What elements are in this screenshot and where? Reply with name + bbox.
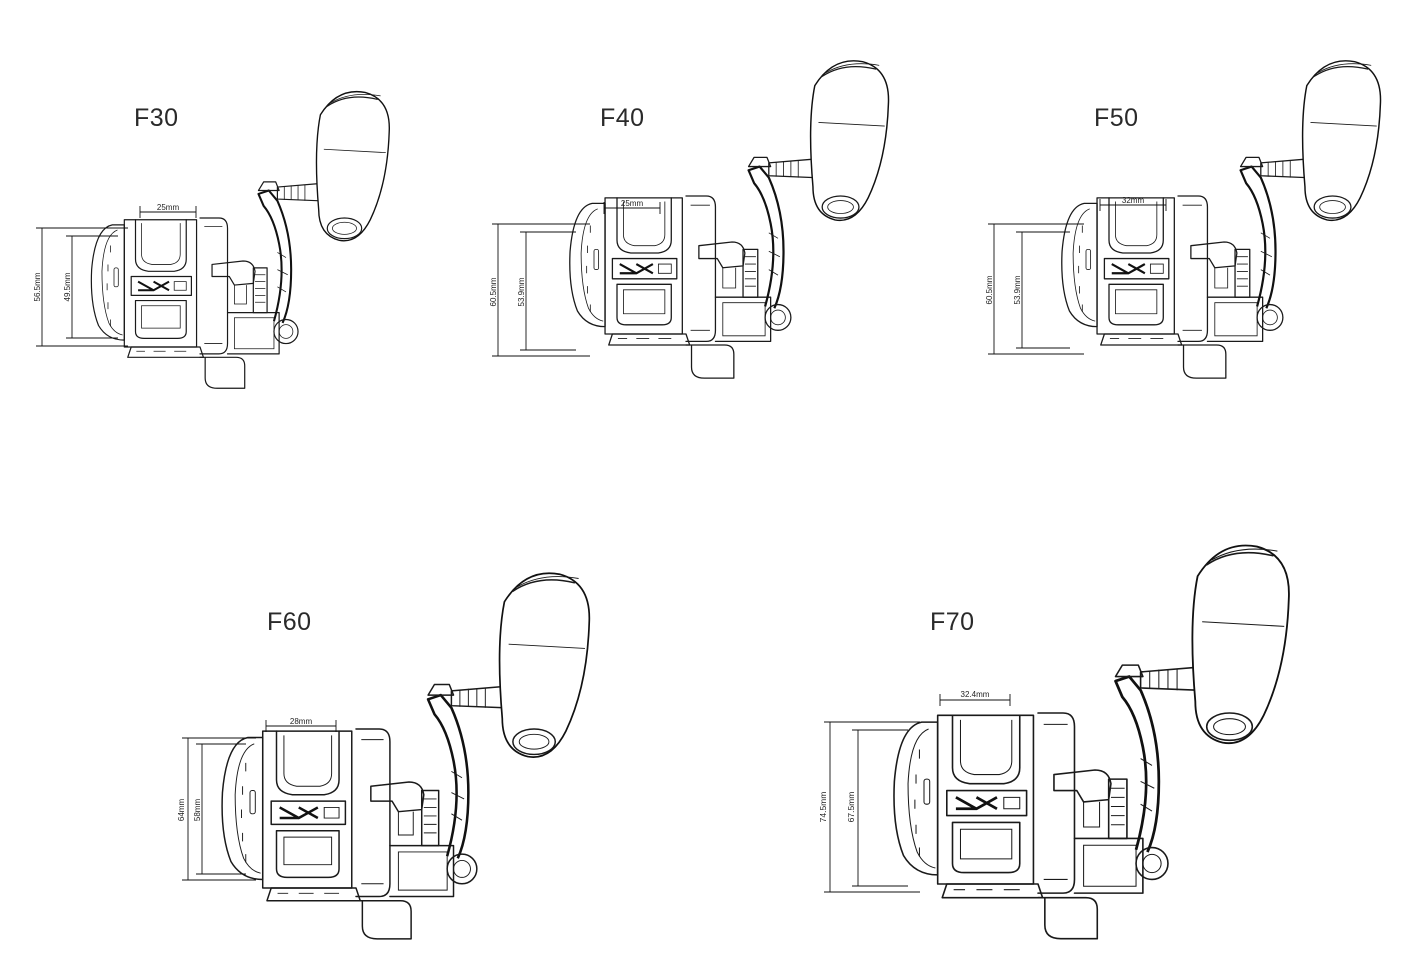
reel-panel-f60: F60 28mm 64mm 58mm bbox=[140, 480, 700, 960]
reel-drawing bbox=[90, 90, 391, 390]
inner-height-dimension: 67.5mm bbox=[846, 792, 856, 823]
reel-diagram-f30: 25mm 56.5mm 49.5mm bbox=[33, 90, 391, 390]
reel-diagram-f40: 25mm 60.5mm 53.9mm bbox=[489, 59, 890, 380]
reel-panel-f30: F30 25mm 56.5mm 49.5mm bbox=[0, 0, 470, 440]
width-dimension: 32mm bbox=[1122, 196, 1145, 205]
outer-height-dimension: 60.5mm bbox=[489, 277, 498, 306]
reel-panel-f70: F70 32.4mm 74.5mm 67.5mm bbox=[790, 480, 1350, 960]
width-dimension: 25mm bbox=[621, 199, 644, 208]
outer-height-dimension: 60.5mm bbox=[985, 275, 994, 304]
reel-drawing bbox=[892, 544, 1291, 941]
reel-drawing bbox=[568, 59, 890, 380]
inner-height-dimension: 53.9mm bbox=[517, 277, 526, 306]
reel-panel-f50: F50 32mm 60.5mm 53.9mm bbox=[954, 0, 1424, 440]
model-label: F50 bbox=[1094, 104, 1139, 132]
model-label: F30 bbox=[134, 104, 179, 132]
reel-diagram-f70: 32.4mm 74.5mm 67.5mm bbox=[818, 544, 1291, 941]
inner-height-dimension: 49.5mm bbox=[63, 272, 72, 301]
width-dimension: 32.4mm bbox=[961, 690, 990, 699]
reel-diagram-f60: 28mm 64mm 58mm bbox=[177, 571, 591, 941]
reel-diagram-f50: 32mm 60.5mm 53.9mm bbox=[985, 59, 1382, 380]
outer-height-dimension: 64mm bbox=[177, 799, 186, 822]
inner-height-dimension: 53.9mm bbox=[1013, 275, 1022, 304]
reel-drawing bbox=[1060, 59, 1382, 380]
reel-drawing bbox=[220, 571, 591, 941]
reel-panel-f40: F40 25mm 60.5mm 53.9mm bbox=[470, 0, 940, 440]
model-label: F60 bbox=[267, 608, 312, 636]
width-dimension: 28mm bbox=[290, 717, 313, 726]
width-dimension: 25mm bbox=[157, 203, 180, 212]
model-label: F40 bbox=[600, 104, 645, 132]
outer-height-dimension: 74.5mm bbox=[818, 792, 828, 823]
inner-height-dimension: 58mm bbox=[193, 799, 202, 822]
outer-height-dimension: 56.5mm bbox=[33, 272, 42, 301]
model-label: F70 bbox=[930, 608, 975, 636]
